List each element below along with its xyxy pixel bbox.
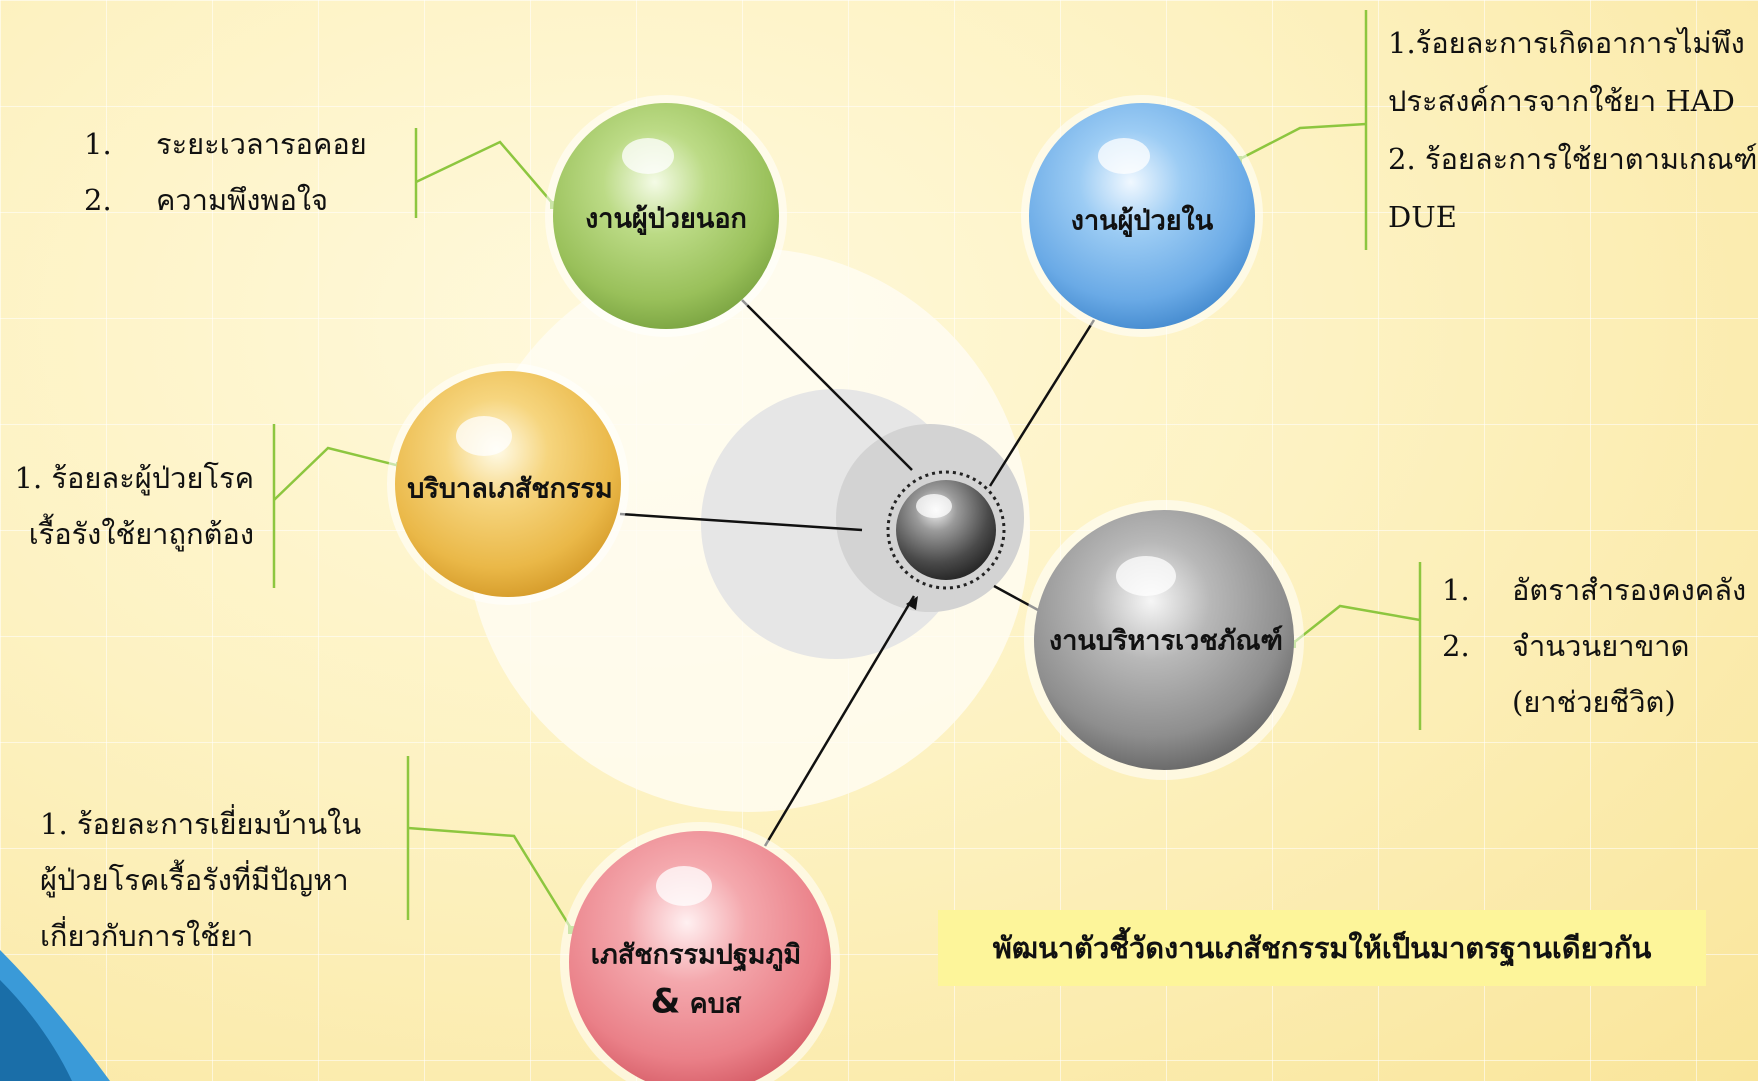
bubble-ipd (1021, 95, 1263, 337)
bubble-primary-care (560, 822, 840, 1081)
spoke-opd (741, 299, 913, 471)
spoke-pharmaceutical-care (619, 512, 863, 532)
ipd-indicators: 1.ร้อยละการเกิดอาการไม่พึง ประสงค์การจาก… (1388, 14, 1757, 246)
list-item: เรื้อรังใช้ยาถูกต้อง (28, 517, 254, 551)
leader-drug-management (1291, 604, 1421, 645)
ipd-label: งานผู้ป่วยใน (1070, 205, 1214, 237)
drug-management-label: งานบริหารเวชภัณฑ์ (1049, 625, 1283, 657)
list-item: DUE (1388, 200, 1457, 234)
pharmaceutical-care-indicators: 1. ร้อยละผู้ป่วยโรค เรื้อรังใช้ยาถูกต้อง (8, 450, 254, 562)
primary-care-label: เภสัชกรรมปฐมภูมิ & คบส (591, 933, 801, 1028)
drug-management-indicators: 1.อัตราสำรองคงคลัง 2.จำนวนยาขาด (ยาช่วยช… (1442, 562, 1746, 730)
list-item: 2.จำนวนยาขาด (1442, 629, 1690, 663)
hub-dotted-ring (886, 470, 1006, 590)
list-item: 1.ร้อยละการเกิดอาการไม่พึง (1388, 26, 1745, 60)
leader-ipd (1237, 122, 1367, 162)
corner-swoosh-inner (0, 980, 72, 1081)
summary-banner: พัฒนาตัวชี้วัดงานเภสัชกรรมให้เป็นมาตรฐาน… (938, 910, 1706, 986)
list-item: (ยาช่วยชีวิต) (1512, 685, 1676, 719)
central-hub-sphere (896, 480, 996, 580)
arrow-head (906, 596, 918, 610)
spoke-primary-care (763, 595, 916, 847)
list-item: 1. ร้อยละผู้ป่วยโรค (14, 461, 254, 495)
bubble-pharmaceutical-care (387, 363, 629, 605)
primary-care-indicators: 1. ร้อยละการเยี่ยมบ้านใน ผู้ป่วยโรคเรื้อ… (40, 796, 361, 964)
list-item: 2.ความพึงพอใจ (84, 183, 329, 217)
leader-primary-care (407, 826, 574, 931)
list-item: เกี่ยวกับการใช้ยา (40, 919, 254, 953)
leader-opd (415, 140, 555, 206)
list-item: ประสงค์การจากใช้ยา HAD (1388, 84, 1735, 118)
list-item: 2. ร้อยละการใช้ยาตามเกณฑ์ (1388, 142, 1758, 176)
opd-label: งานผู้ป่วยนอก (585, 203, 747, 235)
primary-care-label-line2: คบส (689, 988, 742, 1020)
list-item: 1.อัตราสำรองคงคลัง (1442, 573, 1747, 607)
spoke-ipd (988, 319, 1096, 487)
bubble-drug-management (1024, 500, 1304, 780)
primary-care-label-line1: เภสัชกรรมปฐมภูมิ (590, 939, 802, 971)
ampersand: & (650, 981, 681, 1022)
pharmaceutical-care-label: บริบาลเภสัชกรรม (407, 473, 613, 505)
list-item: ผู้ป่วยโรคเรื้อรังที่มีปัญหา (40, 863, 349, 897)
leader-pharmaceutical-care (273, 446, 401, 501)
list-item: 1. ร้อยละการเยี่ยมบ้านใน (40, 807, 362, 841)
bubble-opd (545, 95, 787, 337)
list-item: 1.ระยะเวลารอคอย (84, 127, 367, 161)
opd-indicators: 1.ระยะเวลารอคอย 2.ความพึงพอใจ (84, 116, 367, 228)
hub-highlight (916, 494, 952, 518)
